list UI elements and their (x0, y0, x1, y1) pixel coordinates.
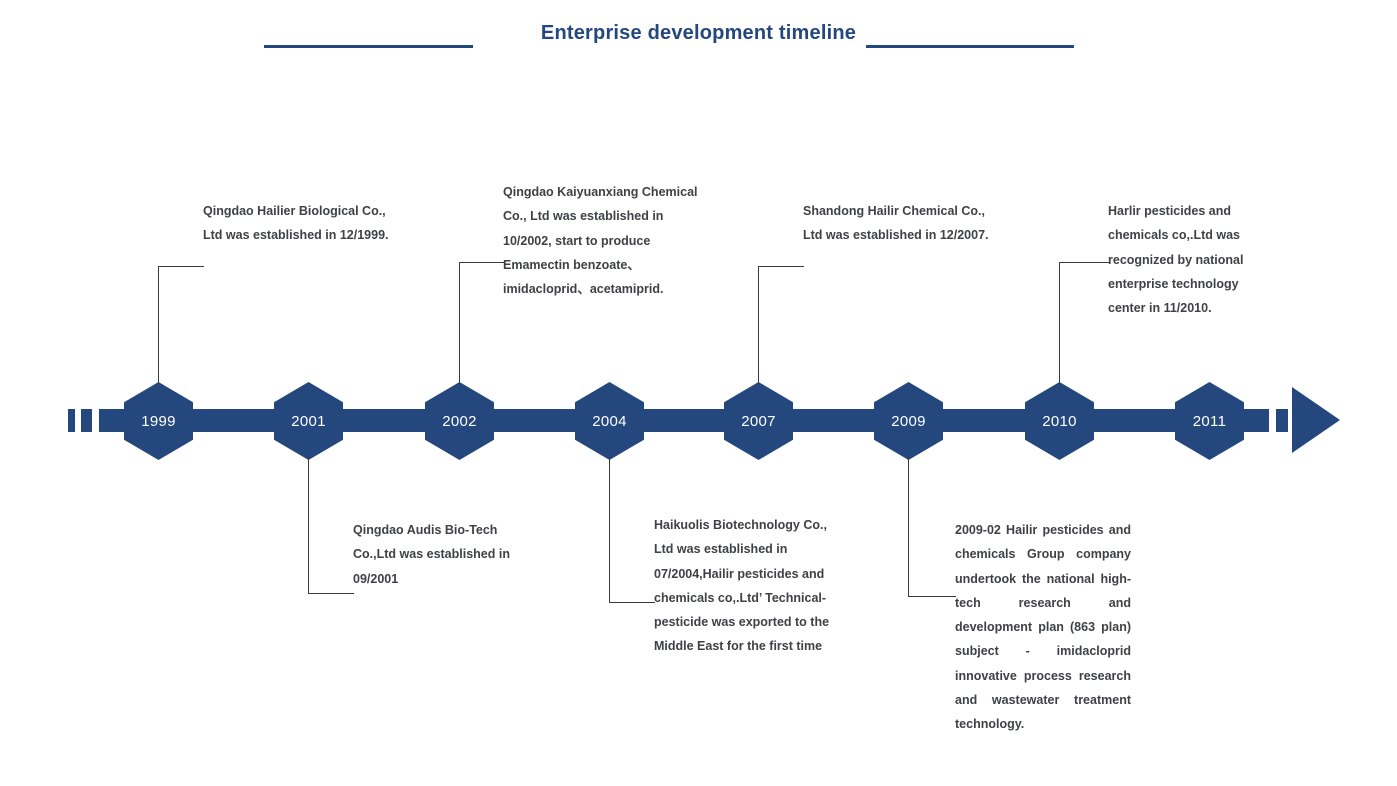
node-year-label: 2004 (592, 412, 627, 430)
timeline-node-2007[interactable]: 2007 (724, 382, 793, 460)
axis-dash-right-2 (1276, 409, 1288, 432)
event-caption-2010: Harlir pesticides and chemicals co,.Ltd … (1108, 204, 1244, 316)
leader-line-1999-horizontal (158, 266, 204, 267)
page-title: Enterprise development timeline (540, 22, 857, 44)
timeline-axis-bar (120, 409, 1248, 432)
timeline-node-1999[interactable]: 1999 (124, 382, 193, 460)
leader-line-2002-horizontal (459, 262, 504, 263)
timeline-node-2002[interactable]: 2002 (425, 382, 494, 460)
leader-line-1999-vertical (158, 266, 159, 385)
event-caption-2007: Shandong Hailir Chemical Co., Ltd was es… (803, 204, 989, 243)
node-year-label: 2001 (291, 412, 326, 430)
leader-line-2009-vertical (908, 457, 909, 597)
leader-line-2007-horizontal (758, 266, 804, 267)
timeline-node-2010[interactable]: 2010 (1025, 382, 1094, 460)
timeline-node-2004[interactable]: 2004 (575, 382, 644, 460)
leader-line-2007-vertical (758, 266, 759, 385)
timeline-node-2001[interactable]: 2001 (274, 382, 343, 460)
node-year-label: 1999 (141, 412, 176, 430)
title-rule-left (264, 45, 473, 48)
leader-line-2010-horizontal (1059, 262, 1109, 263)
axis-arrow-icon (1292, 387, 1340, 453)
title-rule-right (866, 45, 1074, 48)
leader-line-2004-vertical (609, 457, 610, 603)
timeline-node-2009[interactable]: 2009 (874, 382, 943, 460)
leader-line-2001-vertical (308, 457, 309, 594)
axis-dash-left-2 (81, 409, 92, 432)
leader-line-2001-horizontal (308, 593, 354, 594)
node-year-label: 2002 (442, 412, 477, 430)
axis-dash-left-1 (68, 409, 75, 432)
leader-line-2009-horizontal (908, 596, 956, 597)
timeline-node-2011[interactable]: 2011 (1175, 382, 1244, 460)
leader-line-2002-vertical (459, 262, 460, 385)
event-caption-2001: Qingdao Audis Bio-Tech Co.,Ltd was estab… (353, 523, 510, 586)
node-year-label: 2010 (1042, 412, 1077, 430)
event-caption-2002: Qingdao Kaiyuanxiang Chemical Co., Ltd w… (503, 185, 698, 297)
leader-line-2004-horizontal (609, 602, 655, 603)
axis-dash-left-3 (99, 409, 120, 432)
event-caption-1999: Qingdao Hailier Biological Co., Ltd was … (203, 204, 389, 243)
node-year-label: 2007 (741, 412, 776, 430)
event-caption-2009: 2009-02 Hailir pesticides and chemicals … (955, 523, 1131, 732)
node-year-label: 2011 (1192, 412, 1227, 430)
axis-dash-right-1 (1248, 409, 1269, 432)
node-year-label: 2009 (891, 412, 926, 430)
event-caption-2004: Haikuolis Biotechnology Co., Ltd was est… (654, 518, 830, 654)
leader-line-2010-vertical (1059, 262, 1060, 385)
